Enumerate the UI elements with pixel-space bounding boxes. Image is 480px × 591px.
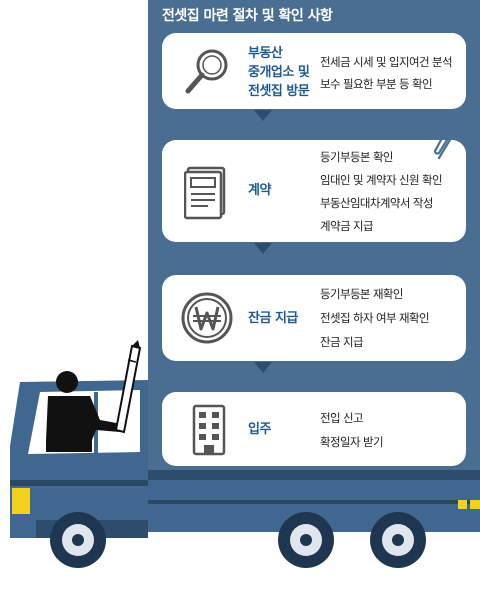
flow-arrow (254, 110, 272, 121)
rear-wheel (370, 512, 426, 568)
step-checks-balance: 등기부등본 재확인 전셋집 하자 여부 재확인 잔금 지급 (320, 287, 430, 349)
rear-light (470, 500, 480, 509)
step-checks-move-in: 전입 신고 확정일자 받기 (320, 411, 384, 449)
step-title-contract: 계약 (248, 183, 271, 198)
step-title-balance: 잔금 지급 (248, 311, 298, 326)
step-card-visit: 부동산 중개업소 및 전셋집 방문 전세금 시세 및 입지여건 분석 보수 필요… (162, 33, 466, 109)
document-icon (183, 166, 230, 224)
flow-arrow (254, 362, 272, 373)
headlight (12, 488, 30, 514)
step-card-balance: 잔금 지급 등기부등본 재확인 전셋집 하자 여부 재확인 잔금 지급 (162, 275, 466, 361)
step-checks-visit: 전세금 시세 및 입지여건 분석 보수 필요한 부분 등 확인 (320, 55, 453, 91)
magnifier-icon (182, 45, 234, 103)
step-checks-contract: 등기부등본 확인 임대인 및 계약자 신원 확인 부동산임대차계약서 작성 계약… (320, 150, 443, 233)
won-coin-icon (180, 291, 234, 349)
diagram-title: 전셋집 마련 절차 및 확인 사항 (162, 8, 333, 24)
trailer-base (148, 470, 480, 480)
driver-body (46, 396, 122, 452)
step-card-contract: 계약 등기부등본 확인 임대인 및 계약자 신원 확인 부동산임대차계약서 작성… (162, 140, 466, 242)
paperclip-icon (432, 125, 462, 167)
step-card-move-in: 입주 전입 신고 확정일자 받기 (162, 392, 466, 466)
pencil-icon (114, 340, 142, 434)
step-title-visit: 부동산 중개업소 및 전셋집 방문 (248, 46, 310, 99)
flow-arrow (254, 243, 272, 254)
step-title-move-in: 입주 (248, 422, 271, 437)
apartment-building-icon (192, 404, 226, 460)
rear-wheel (278, 512, 334, 568)
front-wheel (50, 512, 106, 568)
driver-head (56, 371, 78, 393)
